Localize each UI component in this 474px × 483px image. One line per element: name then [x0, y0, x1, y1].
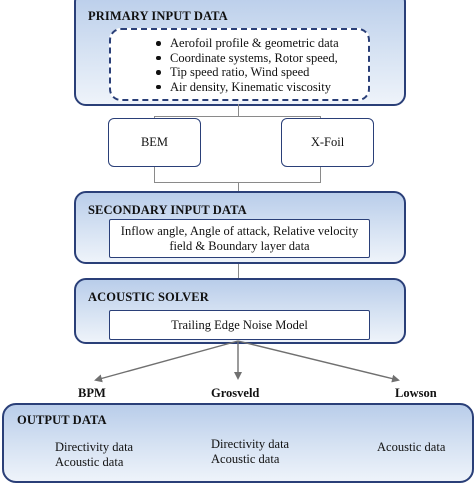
output-data-title: OUTPUT DATA [17, 413, 107, 427]
bem-box: BEM [108, 118, 201, 167]
connector-line [154, 167, 156, 183]
connector-line [238, 264, 240, 278]
connector-line [320, 167, 322, 183]
primary-input-list-box [109, 28, 370, 101]
output-col-grosveld: Directivity data Acoustic data [211, 437, 289, 466]
model-label-grosveld: Grosveld [211, 386, 260, 400]
list-item: Aerofoil profile & geometric data [156, 36, 339, 51]
list-item: Tip speed ratio, Wind speed [156, 65, 339, 80]
trailing-edge-model-box: Trailing Edge Noise Model [109, 310, 370, 340]
output-item: Directivity data [55, 440, 134, 454]
output-item: Acoustic data [55, 454, 124, 469]
model-label-bpm: BPM [78, 386, 106, 400]
model-label-lowson: Lowson [395, 386, 437, 400]
secondary-line-1: Inflow angle, Angle of attack, Relative … [120, 223, 359, 238]
secondary-line-2: field & Boundary layer data [169, 238, 310, 253]
connector-line [238, 104, 240, 116]
xfoil-box: X-Foil [281, 118, 374, 167]
primary-input-list: Aerofoil profile & geometric data Coordi… [156, 36, 339, 94]
list-item-continuation: Tip speed ratio, Wind speed [170, 65, 310, 79]
list-item: Air density, Kinematic viscosity [156, 80, 339, 95]
list-item: Coordinate systems, Rotor speed, [156, 51, 339, 66]
output-item: Directivity data [211, 437, 290, 451]
output-col-lowson: Acoustic data [377, 440, 445, 455]
arrow-to-lowson [237, 340, 400, 383]
secondary-input-box: Inflow angle, Angle of attack, Relative … [109, 219, 370, 258]
connector-line [154, 182, 321, 184]
connector-line [154, 116, 320, 118]
acoustic-solver-title: ACOUSTIC SOLVER [88, 290, 209, 304]
arrow-to-bpm [94, 340, 239, 383]
primary-input-title: PRIMARY INPUT DATA [88, 9, 228, 23]
output-col-bpm: Directivity data Acoustic data [55, 440, 133, 469]
connector-line [238, 182, 240, 192]
secondary-input-title: SECONDARY INPUT DATA [88, 203, 247, 217]
output-item: Acoustic data [377, 440, 446, 454]
output-item: Acoustic data [211, 451, 280, 466]
